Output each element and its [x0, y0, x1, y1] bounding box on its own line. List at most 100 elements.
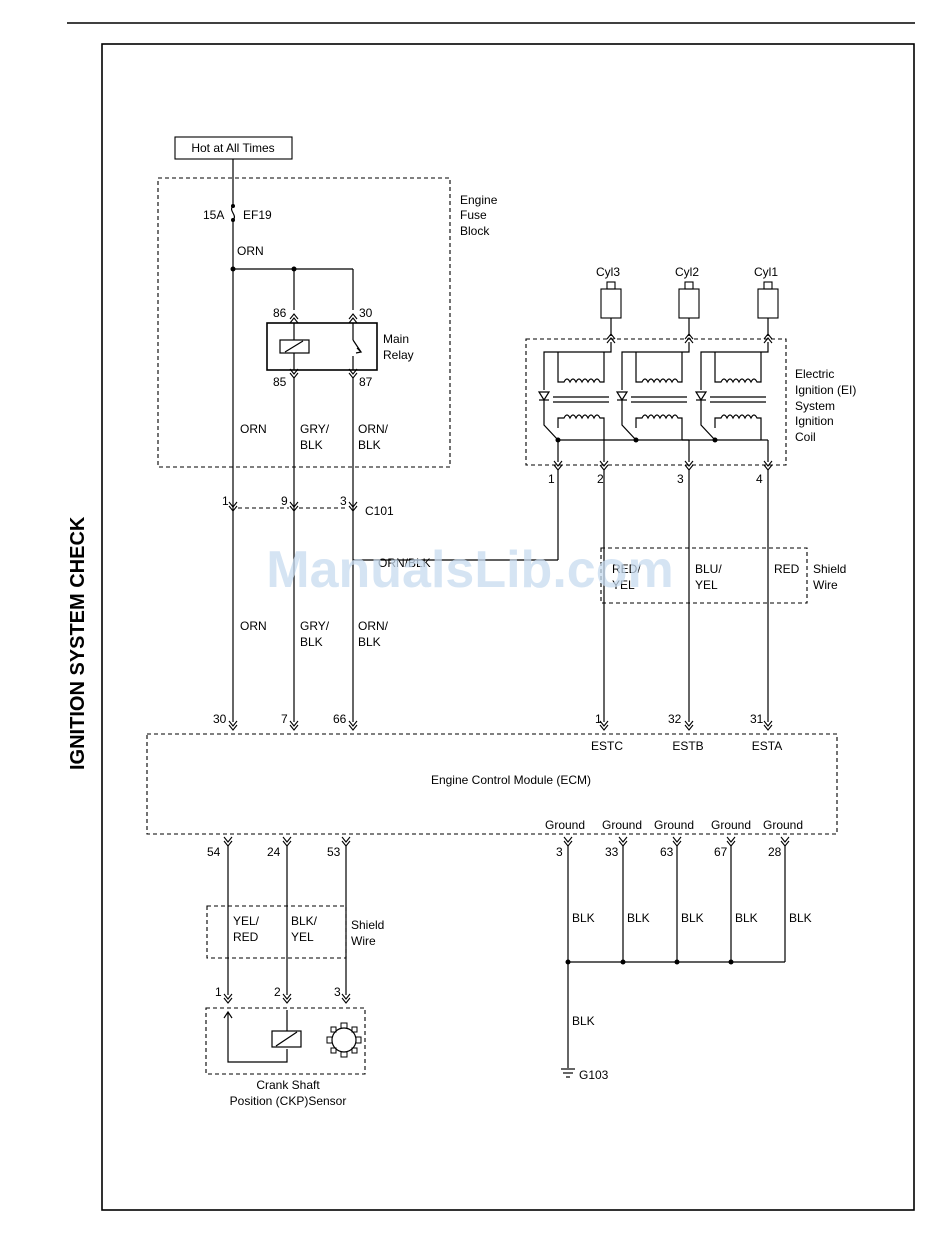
shield-upper-label-1: Shield	[813, 562, 846, 576]
spark-plug-cyl2: Cyl2	[675, 265, 700, 336]
relay-label-1: Main	[383, 332, 409, 346]
shield-wire-upper	[600, 547, 808, 604]
fuse-block-label-3: Block	[460, 224, 490, 238]
fuse-amp: 15A	[203, 208, 224, 222]
ecm-estc: ESTC	[591, 739, 623, 753]
fuse-block-label-2: Fuse	[460, 208, 487, 222]
coil-pin-1: 1	[548, 472, 555, 486]
ecm-pin-24: 24	[267, 845, 281, 859]
wire-orn-label-top: ORN	[237, 244, 264, 258]
fuse-name: EF19	[243, 208, 272, 222]
wire-label-blk-yel-1: BLK/	[291, 914, 318, 928]
ckp-pin-1: 1	[215, 985, 222, 999]
watermark: ManualsLib.com	[266, 541, 673, 599]
ecm-pin-31: 31	[750, 712, 764, 726]
ecm-pin-54: 54	[207, 845, 221, 859]
coil-pin-4: 4	[756, 472, 763, 486]
ecm-pin-30: 30	[213, 712, 227, 726]
wire-label-orn-2: ORN	[240, 619, 267, 633]
coil-label-2: Ignition (EI)	[795, 383, 856, 397]
ecm-box	[146, 733, 838, 835]
ground-point-g103: G103	[579, 1068, 609, 1082]
wire-label-blk-4: BLK	[358, 635, 381, 649]
ckp-pin-2: 2	[274, 985, 281, 999]
reluctor-wheel-icon	[326, 1022, 362, 1058]
ecm-pin-1: 1	[595, 712, 602, 726]
ecm-ground-label-28: Ground	[763, 818, 803, 832]
ecm-pin-32: 32	[668, 712, 682, 726]
coil-unit-3	[694, 342, 769, 441]
ecm-pin-7: 7	[281, 712, 288, 726]
engine-fuse-block	[157, 177, 451, 468]
ckp-label-2: Position (CKP)Sensor	[230, 1094, 347, 1108]
relay-pin-86: 86	[273, 306, 287, 320]
ecm-pin-66: 66	[333, 712, 347, 726]
relay-label-2: Relay	[383, 348, 414, 362]
shield-wire-lower	[206, 905, 347, 959]
wire-label-blk-g28: BLK	[789, 911, 812, 925]
coil-unit-2	[615, 342, 690, 441]
wire-label-gry-1: GRY/	[300, 422, 330, 436]
wire-label-blu: BLU/	[695, 562, 722, 576]
coil-label-3: System	[795, 399, 835, 413]
c101-pin-9: 9	[281, 494, 288, 508]
shield-lower-label-1: Shield	[351, 918, 384, 932]
wire-label-blk-g33: BLK	[627, 911, 650, 925]
wire-label-blk-g67: BLK	[735, 911, 758, 925]
coil-pin-2: 2	[597, 472, 604, 486]
fuse-ef19	[230, 205, 236, 221]
wire-label-yel-red-2: RED	[233, 930, 259, 944]
wire-label-blk-1: BLK	[300, 438, 323, 452]
ecm-pin-53: 53	[327, 845, 341, 859]
coil-label-5: Coil	[795, 430, 816, 444]
diagram-frame	[101, 43, 915, 1211]
cyl3-label: Cyl3	[596, 265, 620, 279]
coil-unit-1	[537, 342, 612, 441]
c101-pin-1: 1	[222, 494, 229, 508]
ecm-ground-pin-3: 3	[556, 845, 563, 859]
ecm-esta: ESTA	[752, 739, 782, 753]
ecm-ground-pin-33: 33	[605, 845, 619, 859]
ignition-coil-box	[525, 338, 787, 466]
coil-pin-3: 3	[677, 472, 684, 486]
wire-label-blk-yel-2: YEL	[291, 930, 314, 944]
wire-label-orn2-1: ORN/	[358, 422, 389, 436]
cyl1-label: Cyl1	[754, 265, 778, 279]
ecm-estb: ESTB	[672, 739, 703, 753]
ckp-pin-3: 3	[334, 985, 341, 999]
wire-label-red-yel-1: RED/	[612, 562, 641, 576]
ecm-ground-pin-63: 63	[660, 845, 674, 859]
ecm-ground-label-33: Ground	[602, 818, 642, 832]
hot-label: Hot at All Times	[191, 141, 274, 155]
wire-label-red: RED	[774, 562, 800, 576]
ecm-ground-pin-28: 28	[768, 845, 782, 859]
wire-label-yel: YEL	[695, 578, 718, 592]
wire-label-blk-2: BLK	[358, 438, 381, 452]
ecm-ground-pin-67: 67	[714, 845, 728, 859]
spark-plug-cyl3: Cyl3	[596, 265, 622, 336]
ground-symbol-icon	[561, 1068, 575, 1078]
fuse-block-label-1: Engine	[460, 193, 498, 207]
relay-pin-30: 30	[359, 306, 373, 320]
wire-label-blk-main: BLK	[572, 1014, 595, 1028]
wire-label-yel-red-1: YEL/	[233, 914, 260, 928]
ecm-ground-label-63: Ground	[654, 818, 694, 832]
shield-upper-label-2: Wire	[813, 578, 838, 592]
wire-label-orn-blk: ORN/BLK	[378, 556, 431, 570]
coil-label-1: Electric	[795, 367, 834, 381]
spark-plug-cyl1: Cyl1	[754, 265, 779, 336]
ckp-label-1: Crank Shaft	[256, 1078, 320, 1092]
coil-label-4: Ignition	[795, 414, 834, 428]
cyl2-label: Cyl2	[675, 265, 699, 279]
side-title: IGNITION SYSTEM CHECK	[67, 516, 89, 770]
ecm-ground-label-3: Ground	[545, 818, 585, 832]
wire-label-blk-g63: BLK	[681, 911, 704, 925]
wire-label-gry-2: GRY/	[300, 619, 330, 633]
main-relay	[266, 322, 378, 371]
ecm-title: Engine Control Module (ECM)	[431, 773, 591, 787]
c101-pin-3: 3	[340, 494, 347, 508]
wire-label-blk-3: BLK	[300, 635, 323, 649]
ecm-ground-label-67: Ground	[711, 818, 751, 832]
relay-pin-87: 87	[359, 375, 373, 389]
